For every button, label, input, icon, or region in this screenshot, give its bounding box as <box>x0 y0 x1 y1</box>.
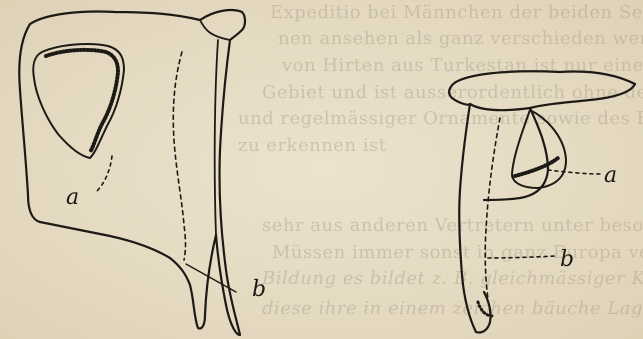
left-figure-label-a: a <box>66 185 79 210</box>
right-figure-label-b: b <box>560 247 574 272</box>
left-bone-figure <box>19 10 245 335</box>
left-figure-label-b: b <box>252 277 266 302</box>
right-bone-figure <box>449 71 635 332</box>
right-figure-label-a: a <box>604 163 617 188</box>
